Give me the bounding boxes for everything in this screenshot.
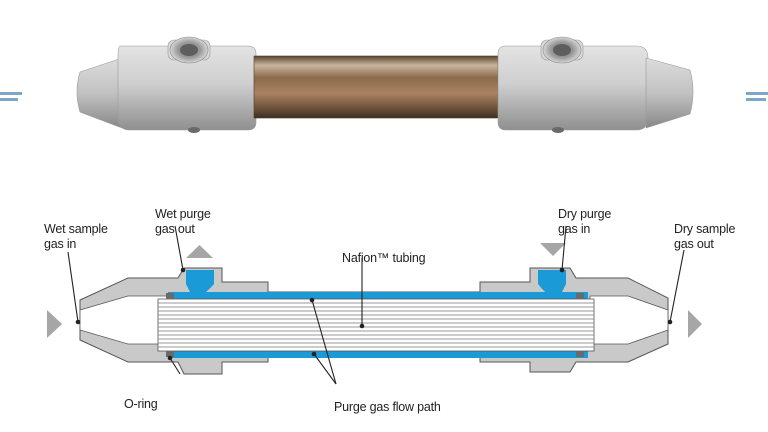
arrow-up-icon [186,245,213,258]
label-purge-gas-flow-path: Purge gas flow path [334,400,441,414]
arrow-down-icon [540,243,566,256]
arrow-right-icon-right [688,310,702,338]
purge-port-right [538,270,566,297]
product-render [0,36,768,133]
purge-port-left [186,270,214,297]
cross-section [47,225,702,385]
o-ring-marks [166,293,584,357]
label-o-ring: O-ring [124,397,158,411]
nafion-tube-bundle [157,298,595,352]
purge-channel-top [168,292,588,299]
purge-channel-bottom [168,351,588,358]
arrow-right-icon-left [47,310,62,338]
label-nafion-tubing: Nafion™ tubing [342,251,426,265]
leader-dots [75,267,673,361]
leader-lines [67,225,685,385]
